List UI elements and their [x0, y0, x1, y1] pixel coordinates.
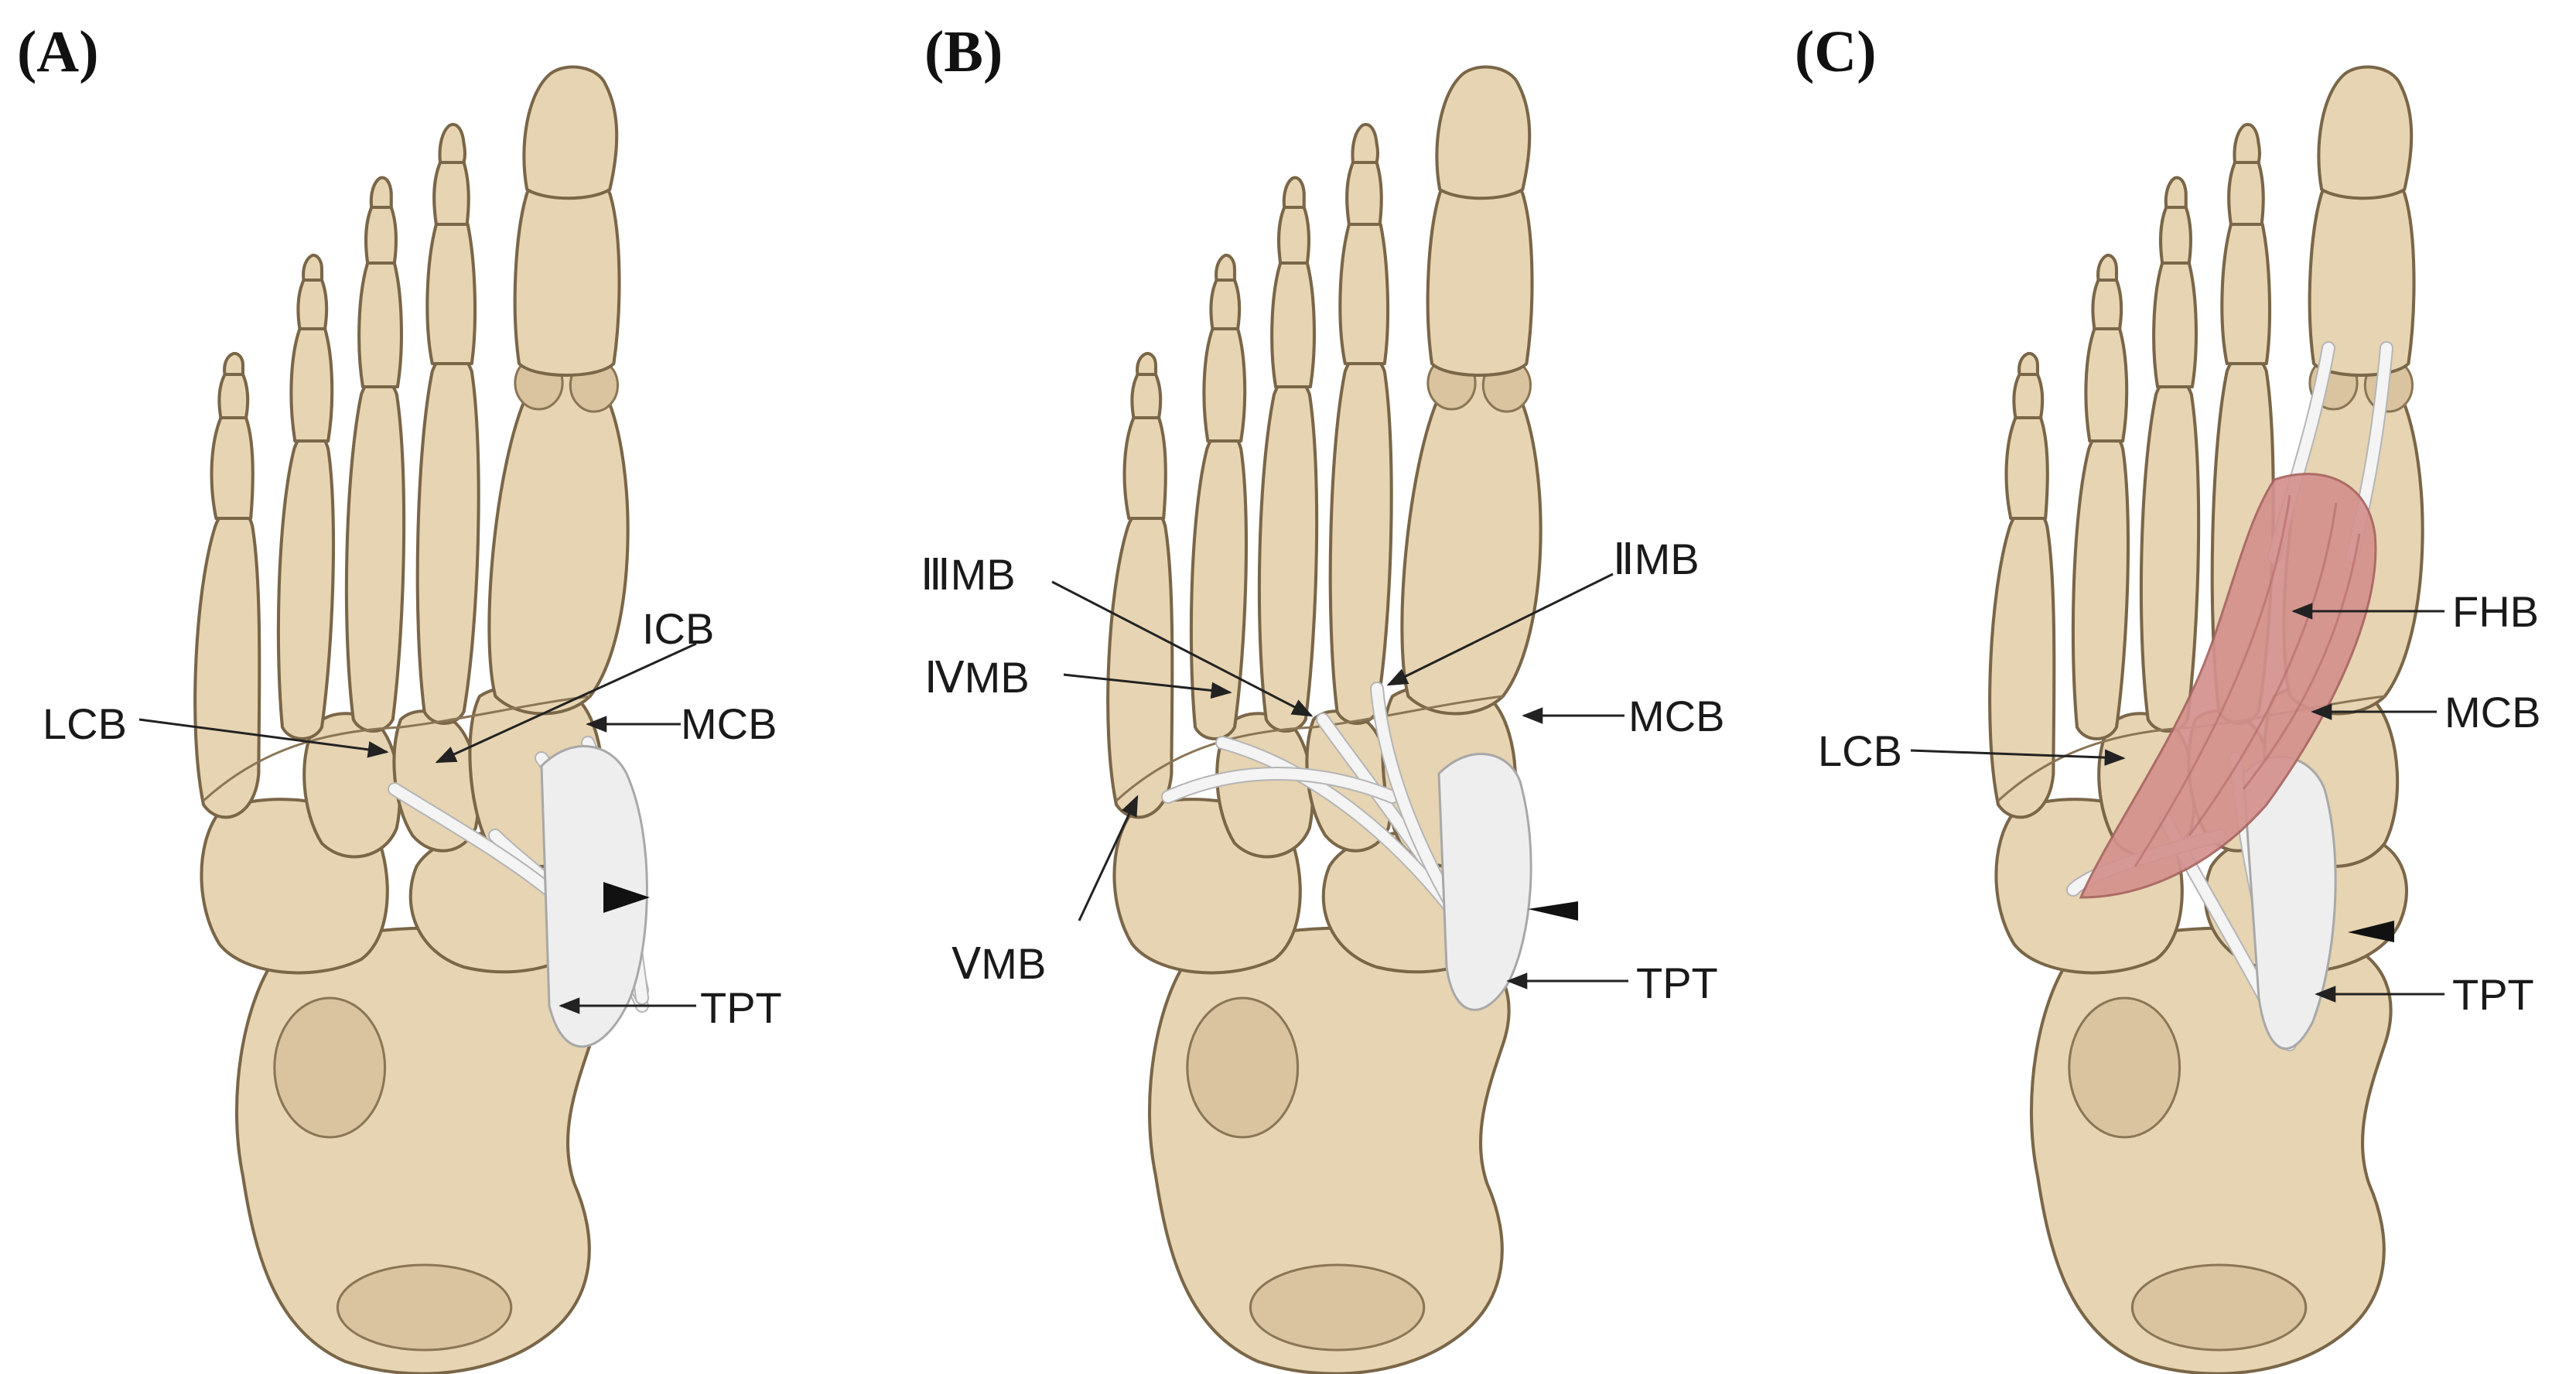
label-ivmb-b: ⅣMB [924, 653, 1030, 702]
panel-a-letter: (A) [17, 19, 99, 84]
label-mcb-b: MCB [1628, 692, 1724, 740]
arrowhead-marker-a [603, 882, 650, 913]
panel-b-letter: (B) [924, 19, 1003, 84]
label-fhb-c: FHB [2452, 587, 2539, 636]
fhb-muscle [2079, 473, 2377, 899]
leader-lines-b [1051, 572, 1628, 989]
arrowhead-marker-b [1528, 901, 1578, 921]
panel-a: (A) ICB LCB MCB TPT [17, 19, 782, 1374]
label-tpt-a: TPT [700, 983, 782, 1032]
panel-c: (C) FHB MCB [1795, 19, 2540, 1374]
panel-c-letter: (C) [1795, 19, 1877, 84]
label-iimb-b: ⅡMB [1613, 535, 1700, 583]
label-iiimb-b: ⅢMB [921, 550, 1016, 599]
label-vmb-b: ⅤMB [951, 939, 1046, 988]
tpt-insertions-b [1161, 682, 1532, 1011]
label-lcb-c: LCB [1818, 726, 1902, 775]
arrowhead-marker-c [2348, 921, 2394, 942]
label-tpt-c: TPT [2452, 970, 2534, 1019]
leader-lines-c [1910, 603, 2444, 1003]
label-mcb-a: MCB [681, 699, 777, 748]
tpt-insertions-a [388, 736, 649, 1048]
label-tpt-b: TPT [1636, 959, 1718, 1007]
label-lcb-a: LCB [43, 699, 127, 748]
leader-lines-a [138, 642, 697, 1014]
panel-b: (B) ⅢMB ⅡMB ⅣMB MCB ⅤMB TPT [921, 19, 1724, 1374]
label-icb-a: ICB [642, 604, 714, 653]
foot-skeleton-a [195, 67, 627, 1374]
label-mcb-c: MCB [2444, 688, 2540, 737]
